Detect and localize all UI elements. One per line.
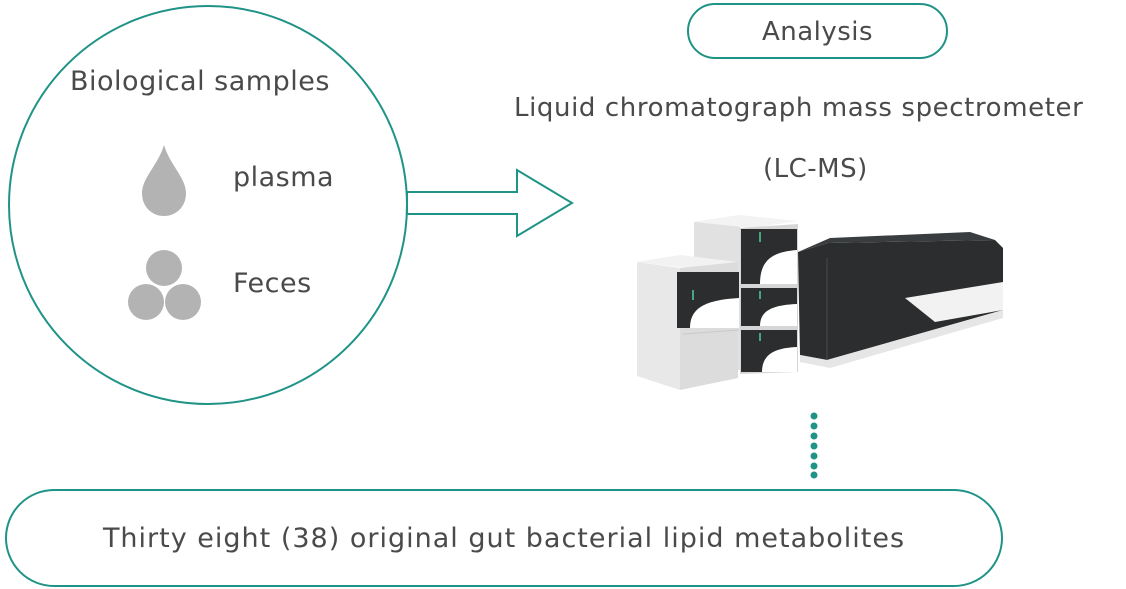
droplet-icon (142, 145, 186, 216)
analysis-badge-label: Analysis (761, 17, 874, 47)
analysis-badge: Analysis (687, 3, 948, 59)
dotted-connector (810, 412, 818, 479)
instrument-name: Liquid chromatograph mass spectrometer (514, 93, 1084, 123)
feces-pellets-icon (128, 250, 201, 320)
sample-label-feces: Feces (233, 268, 312, 299)
flow-arrow (406, 168, 574, 238)
instrument-abbrev: (LC-MS) (763, 154, 868, 184)
lc-ms-instrument-icon (637, 215, 1003, 390)
sample-label-plasma: plasma (233, 162, 335, 193)
result-box: Thirty eight (38) original gut bacterial… (5, 489, 1003, 587)
result-label: Thirty eight (38) original gut bacterial… (102, 523, 906, 554)
samples-title: Biological samples (70, 66, 330, 97)
